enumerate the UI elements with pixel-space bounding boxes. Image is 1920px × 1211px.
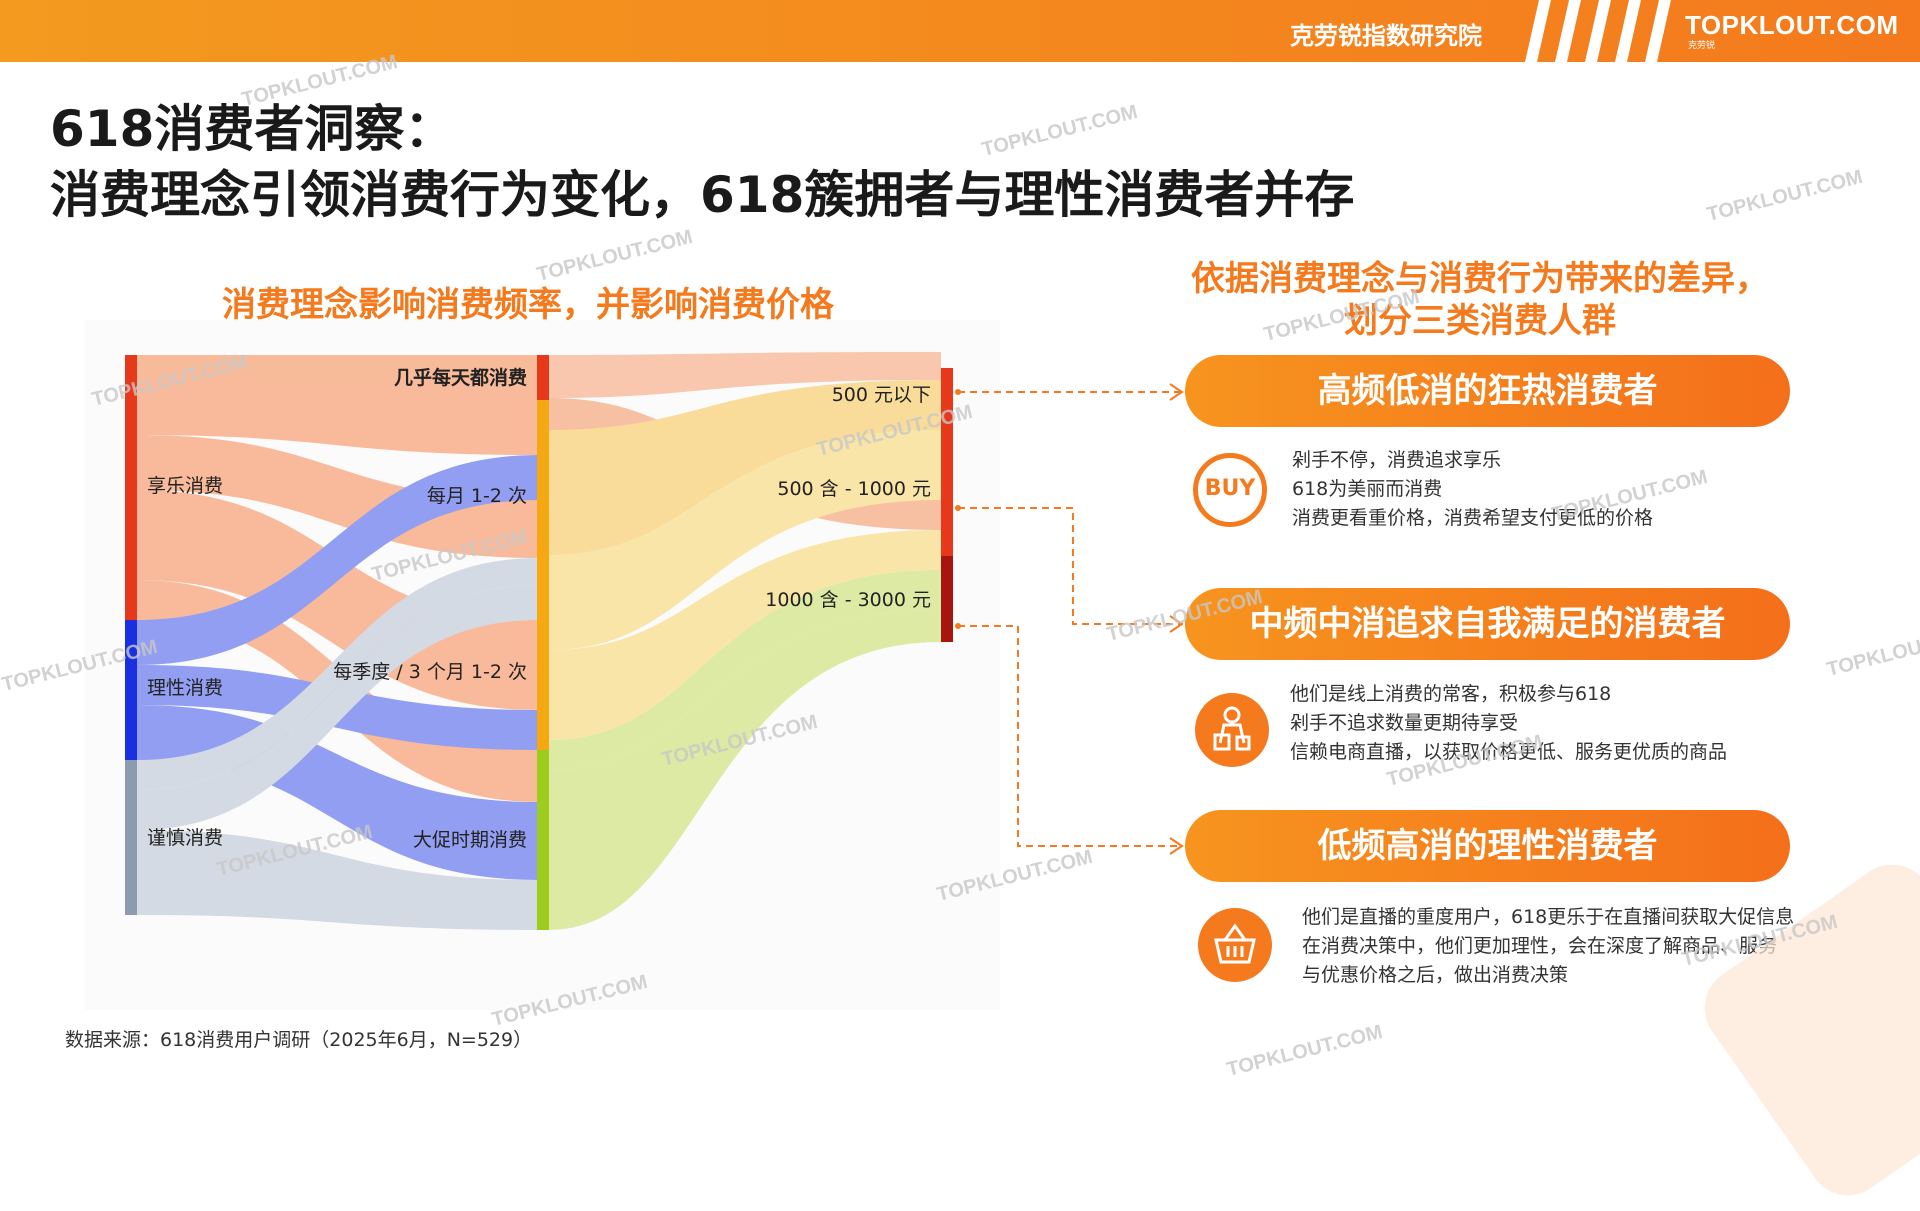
node-bar-promo bbox=[537, 750, 549, 930]
node-bar-under500 bbox=[941, 368, 953, 426]
title-line-1: 618消费者洞察： bbox=[50, 100, 455, 158]
shopper-icon bbox=[1195, 693, 1269, 767]
connector-lines bbox=[955, 383, 1184, 855]
connector-2 bbox=[958, 507, 1180, 625]
segment-1-line-2: 618为美丽而消费 bbox=[1292, 478, 1443, 500]
segment-2-line-3: 信赖电商直播，以获取价格更低、服务更优质的商品 bbox=[1290, 741, 1728, 763]
data-source-note: 数据来源：618消费用户调研（2025年6月，N=529） bbox=[65, 1029, 533, 1051]
label-rational: 理性消费 bbox=[147, 677, 223, 699]
concept-frequency-flows bbox=[137, 355, 539, 930]
segment-2-description: 他们是线上消费的常客，积极参与618 剁手不追求数量更期待享受 信赖电商直播，以… bbox=[1290, 680, 1727, 767]
segment-2-line-2: 剁手不追求数量更期待享受 bbox=[1290, 712, 1519, 734]
left-section-heading: 消费理念影响消费频率，并影响消费价格 bbox=[222, 285, 834, 325]
label-promo: 大促时期消费 bbox=[413, 829, 527, 851]
segment-1-title: 高频低消的狂热消费者 bbox=[1185, 355, 1790, 427]
basket-icon bbox=[1198, 908, 1272, 982]
node-bar-500-1000 bbox=[941, 426, 953, 556]
segment-1-description: 剁手不停，消费追求享乐 618为美丽而消费 消费更看重价格，消费希望支付更低的价… bbox=[1292, 446, 1653, 533]
right-heading-line-2: 划分三类消费人群 bbox=[1344, 301, 1616, 341]
label-daily: 几乎每天都消费 bbox=[394, 366, 527, 389]
title-line-2: 消费理念引领消费行为变化，618簇拥者与理性消费者并存 bbox=[50, 166, 1355, 224]
segment-3-line-2: 在消费决策中，他们更加理性，会在深度了解商品、服务 bbox=[1302, 935, 1778, 957]
label-monthly: 每月 1-2 次 bbox=[427, 485, 527, 507]
node-bar-hedonic bbox=[125, 355, 137, 620]
label-hedonic: 享乐消费 bbox=[147, 475, 223, 497]
header-stripes bbox=[1525, 0, 1671, 62]
connector-3 bbox=[958, 625, 1180, 847]
label-cautious: 谨慎消费 bbox=[147, 827, 223, 849]
label-1000-3000: 1000 含 - 3000 元 bbox=[765, 589, 931, 611]
page-title: 618消费者洞察： 消费理念引领消费行为变化，618簇拥者与理性消费者并存 bbox=[50, 96, 1354, 228]
sankey-diagram: 享乐消费 理性消费 谨慎消费 几乎每天都消费 每月 1-2 次 每季度 / 3 … bbox=[85, 320, 1000, 1010]
node-bar-rational bbox=[125, 620, 137, 760]
buy-icon: BUY bbox=[1193, 453, 1267, 527]
header-bar: 克劳锐指数研究院 TOPKLOUT.COM 克劳锐 bbox=[0, 0, 1920, 62]
institute-name: 克劳锐指数研究院 bbox=[1290, 22, 1482, 50]
segment-3-title: 低频高消的理性消费者 bbox=[1185, 810, 1790, 882]
segment-2-title: 中频中消追求自我满足的消费者 bbox=[1185, 588, 1790, 660]
node-bar-1000-3000 bbox=[941, 556, 953, 642]
node-bar-monthly bbox=[537, 400, 549, 590]
label-under500: 500 元以下 bbox=[832, 384, 931, 406]
frequency-price-flows bbox=[549, 352, 941, 930]
segment-1-line-1: 剁手不停，消费追求享乐 bbox=[1292, 449, 1502, 471]
node-bar-daily bbox=[537, 355, 549, 400]
node-bar-cautious bbox=[125, 760, 137, 915]
segment-3-line-3: 与优惠价格之后，做出消费决策 bbox=[1302, 964, 1569, 986]
buy-icon-text: BUY bbox=[1204, 476, 1256, 501]
segment-1-line-3: 消费更看重价格，消费希望支付更低的价格 bbox=[1292, 507, 1654, 529]
brand-logo: TOPKLOUT.COM bbox=[1685, 10, 1899, 40]
segment-2-line-1: 他们是线上消费的常客，积极参与618 bbox=[1290, 683, 1612, 705]
label-quarterly: 每季度 / 3 个月 1-2 次 bbox=[333, 661, 527, 683]
right-heading-line-1: 依据消费理念与消费行为带来的差异， bbox=[1191, 259, 1769, 299]
right-section-heading: 依据消费理念与消费行为带来的差异， 划分三类消费人群 bbox=[1180, 258, 1780, 342]
segment-3-line-1: 他们是直播的重度用户，618更乐于在直播间获取大促信息 bbox=[1302, 906, 1795, 928]
node-bar-quarterly bbox=[537, 590, 549, 750]
brand-sub: 克劳锐 bbox=[1688, 41, 1716, 51]
segment-3-description: 他们是直播的重度用户，618更乐于在直播间获取大促信息 在消费决策中，他们更加理… bbox=[1302, 903, 1794, 990]
label-500-1000: 500 含 - 1000 元 bbox=[777, 478, 931, 500]
